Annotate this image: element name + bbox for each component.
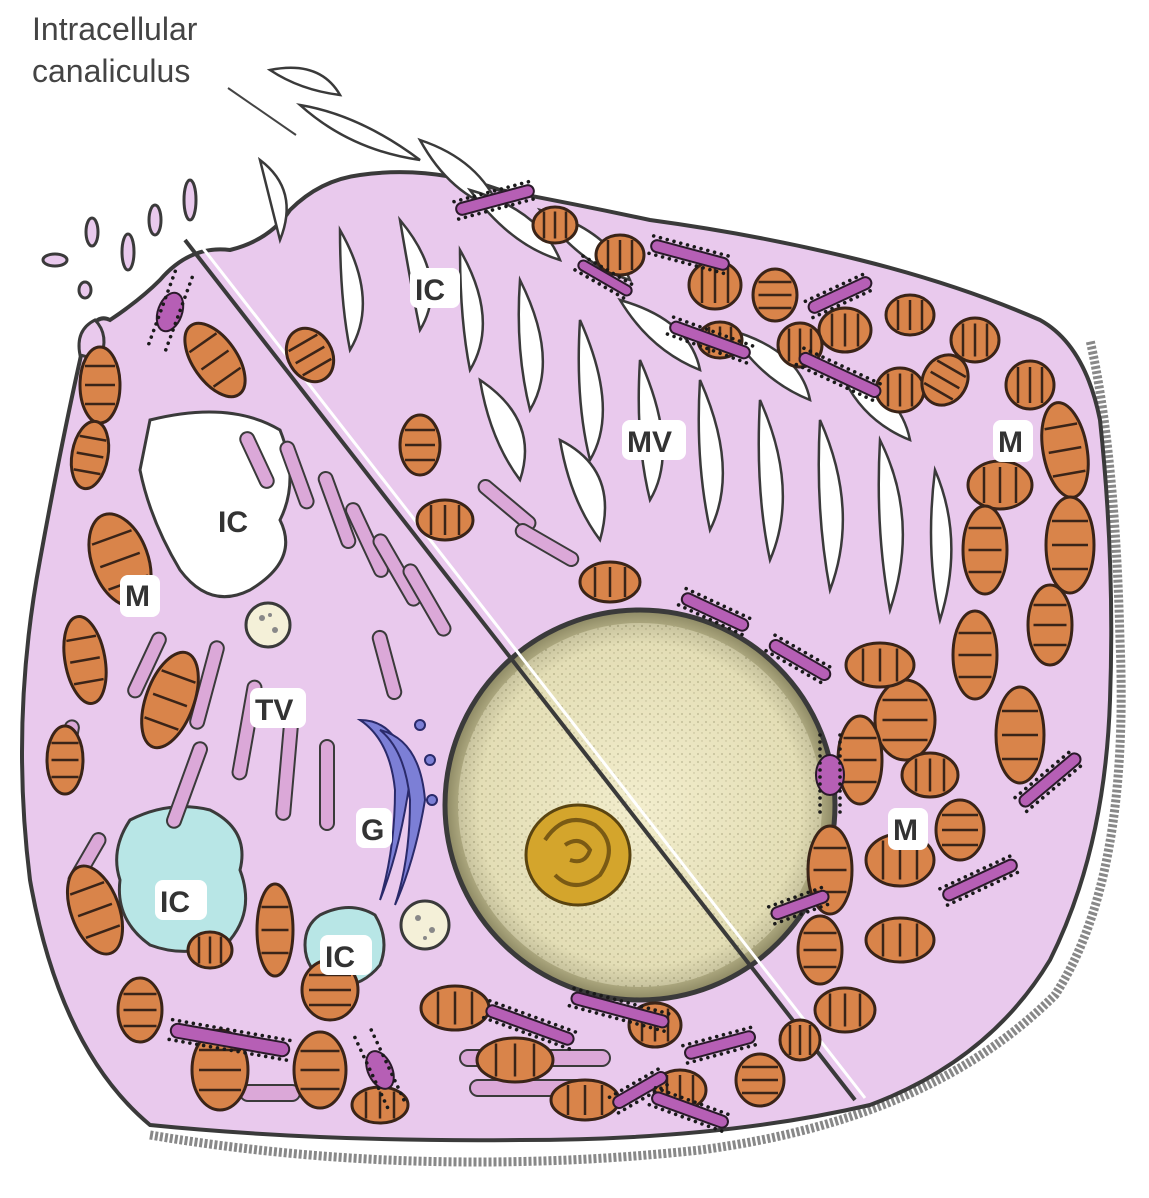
mitochondrion bbox=[1046, 497, 1094, 593]
svg-text:M: M bbox=[998, 426, 1023, 459]
svg-text:IC: IC bbox=[160, 886, 190, 919]
svg-text:M: M bbox=[125, 580, 150, 613]
canaliculus-blue-large bbox=[117, 807, 246, 952]
mitochondrion bbox=[996, 687, 1044, 783]
mitochondrion bbox=[936, 800, 984, 860]
mitochondrion bbox=[815, 988, 875, 1032]
mitochondrion bbox=[257, 884, 293, 976]
mitochondrion bbox=[580, 562, 640, 602]
mitochondrion bbox=[294, 1032, 346, 1108]
mitochondrion bbox=[596, 235, 644, 275]
mitochondrion bbox=[736, 1054, 784, 1106]
mitochondrion bbox=[951, 318, 999, 362]
mitochondrion bbox=[47, 726, 83, 794]
svg-text:IC: IC bbox=[218, 506, 248, 539]
mitochondrion bbox=[400, 415, 440, 475]
mitochondrion bbox=[875, 680, 935, 760]
mitochondrion bbox=[968, 461, 1032, 509]
label-m-left: M bbox=[120, 575, 160, 617]
mitochondrion bbox=[417, 500, 473, 540]
svg-text:G: G bbox=[361, 814, 384, 847]
svg-text:MV: MV bbox=[627, 426, 672, 459]
svg-text:IC: IC bbox=[325, 941, 355, 974]
mitochondrion bbox=[533, 207, 577, 243]
secretory-vesicle-1 bbox=[246, 603, 290, 647]
mitochondrion bbox=[886, 295, 934, 335]
caption-line-1: Intracellular bbox=[32, 11, 198, 47]
mitochondrion bbox=[838, 716, 882, 804]
mitochondrion bbox=[798, 916, 842, 984]
mitochondrion bbox=[753, 269, 797, 321]
secretory-vesicle-2 bbox=[401, 901, 449, 949]
nucleolus bbox=[526, 805, 630, 905]
mitochondrion bbox=[876, 368, 924, 412]
svg-text:M: M bbox=[893, 814, 918, 847]
svg-text:IC: IC bbox=[415, 274, 445, 307]
mitochondrion bbox=[819, 308, 871, 352]
label-mv: MV bbox=[622, 420, 686, 460]
label-ic-bottom-right: IC bbox=[320, 935, 372, 975]
label-ic-top: IC bbox=[410, 268, 460, 308]
caption-line-2: canaliculus bbox=[32, 53, 190, 89]
label-ic-left: IC bbox=[213, 500, 265, 540]
label-g: G bbox=[356, 808, 392, 848]
label-m-right-bottom: M bbox=[888, 808, 928, 850]
nucleus bbox=[445, 610, 835, 1000]
caption-leader-line bbox=[228, 88, 296, 135]
label-m-right-top: M bbox=[993, 420, 1033, 462]
mitochondrion bbox=[477, 1038, 553, 1082]
mitochondrion bbox=[866, 918, 934, 962]
mitochondrion bbox=[80, 347, 120, 423]
label-ic-bottom-left: IC bbox=[155, 880, 207, 920]
mitochondrion bbox=[780, 1020, 820, 1060]
mitochondrion bbox=[1028, 585, 1072, 665]
mitochondrion bbox=[188, 932, 232, 968]
mitochondrion bbox=[551, 1080, 619, 1120]
mitochondrion bbox=[846, 643, 914, 687]
label-tv: TV bbox=[250, 688, 306, 728]
mitochondrion bbox=[902, 753, 958, 797]
svg-text:TV: TV bbox=[255, 694, 293, 727]
mitochondrion bbox=[1006, 361, 1054, 409]
mitochondrion bbox=[963, 506, 1007, 594]
mitochondrion bbox=[953, 611, 997, 699]
mitochondrion bbox=[421, 986, 489, 1030]
mitochondrion bbox=[118, 978, 162, 1042]
